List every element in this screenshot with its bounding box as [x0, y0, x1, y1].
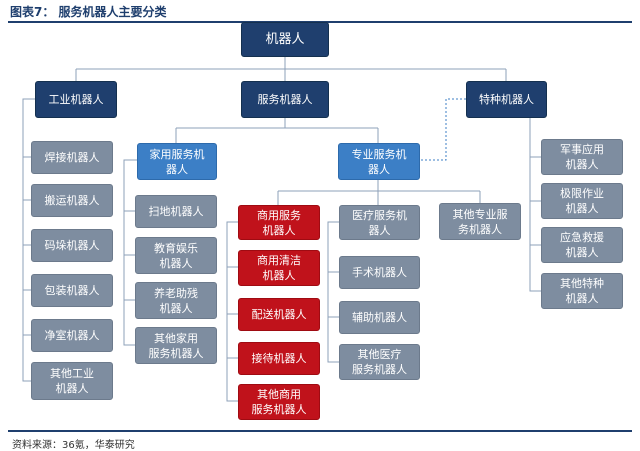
- node-extreme-operation-robot: 极限作业 机器人: [541, 183, 623, 219]
- node-professional-service-robot: 专业服务机 器人: [338, 143, 420, 180]
- node-robot-root: 机器人: [241, 22, 329, 57]
- node-home-service-robot: 家用服务机 器人: [137, 143, 217, 180]
- node-surgical-robot: 手术机器人: [339, 256, 420, 289]
- node-industrial-robot: 工业机器人: [35, 81, 117, 118]
- bottom-rule: [8, 430, 632, 432]
- node-special-robot: 特种机器人: [466, 81, 547, 118]
- node-reception-robot: 接待机器人: [238, 342, 320, 375]
- node-other-home-robot: 其他家用 服务机器人: [135, 327, 217, 364]
- node-other-commercial-robot: 其他商用 服务机器人: [238, 384, 320, 420]
- node-medical-service-robot: 医疗服务机 器人: [339, 205, 420, 240]
- node-handling-robot: 搬运机器人: [31, 184, 113, 217]
- node-military-robot: 军事应用 机器人: [541, 139, 623, 175]
- node-sweeping-robot: 扫地机器人: [135, 195, 217, 228]
- node-education-robot: 教育娱乐 机器人: [135, 237, 217, 274]
- node-delivery-robot: 配送机器人: [238, 298, 320, 331]
- node-welding-robot: 焊接机器人: [31, 141, 113, 174]
- source-note: 资料来源：36氪，华泰研究: [12, 440, 135, 451]
- node-other-special-robot: 其他特种 机器人: [541, 273, 623, 309]
- node-assistive-robot: 辅助机器人: [339, 301, 420, 334]
- node-emergency-rescue-robot: 应急救援 机器人: [541, 227, 623, 263]
- node-eldercare-robot: 养老助残 机器人: [135, 282, 217, 319]
- node-other-industrial-robot: 其他工业 机器人: [31, 362, 113, 400]
- figure-title: 图表7： 服务机器人主要分类: [10, 5, 167, 19]
- node-other-medical-robot: 其他医疗 服务机器人: [339, 344, 420, 380]
- node-commercial-service-robot: 商用服务 机器人: [238, 205, 320, 240]
- node-palletizing-robot: 码垛机器人: [31, 229, 113, 262]
- node-packaging-robot: 包装机器人: [31, 274, 113, 307]
- node-service-robot: 服务机器人: [241, 81, 329, 118]
- node-commercial-cleaning-robot: 商用清洁 机器人: [238, 250, 320, 286]
- node-cleanroom-robot: 净室机器人: [31, 319, 113, 352]
- node-other-professional-robot: 其他专业服 务机器人: [439, 203, 521, 240]
